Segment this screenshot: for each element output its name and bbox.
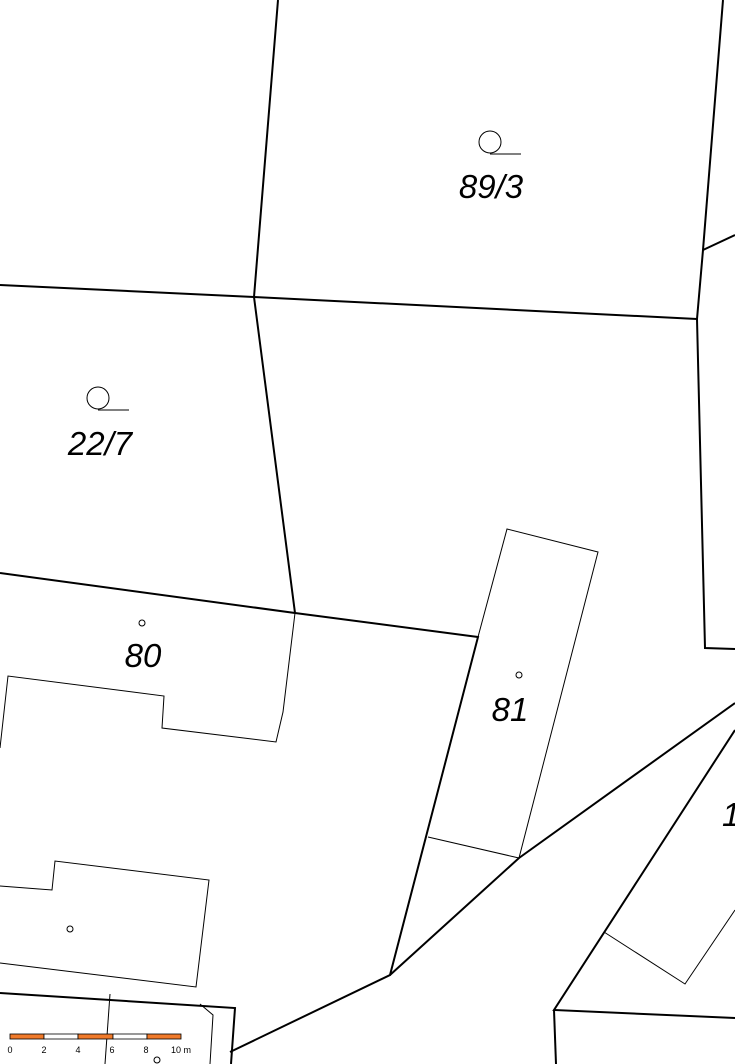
parcel-label-89-3[interactable]: 89/3: [459, 168, 524, 205]
scale-segment: [77, 1033, 114, 1040]
scale-segment: [9, 1033, 45, 1040]
parcel-label-1[interactable]: 1: [722, 796, 735, 833]
scale-segment: [146, 1033, 182, 1040]
scale-tick: 8: [143, 1045, 148, 1055]
scale-tick: 10 m: [171, 1045, 191, 1055]
building-point-81: [515, 671, 523, 679]
building-point: [153, 1056, 161, 1064]
parcel-label-81[interactable]: 81: [492, 691, 529, 728]
building-outlines: [0, 528, 735, 1064]
scale-tick: 2: [41, 1045, 46, 1055]
scale-tick: 4: [75, 1045, 80, 1055]
scale-segment: [43, 1033, 79, 1040]
building-point: [66, 925, 74, 933]
scale-tick: 0: [7, 1045, 12, 1055]
parcel-label-22-7[interactable]: 22/7: [67, 425, 134, 462]
parcel-label-80[interactable]: 80: [125, 637, 162, 674]
building-point-80: [138, 619, 146, 627]
scale-bar: 0 2 4 6 8 10 m: [7, 1033, 191, 1055]
scale-segment: [112, 1033, 148, 1040]
garden-symbol-22-7: [86, 386, 129, 411]
scale-tick: 6: [109, 1045, 114, 1055]
garden-symbol-89-3: [478, 130, 521, 155]
